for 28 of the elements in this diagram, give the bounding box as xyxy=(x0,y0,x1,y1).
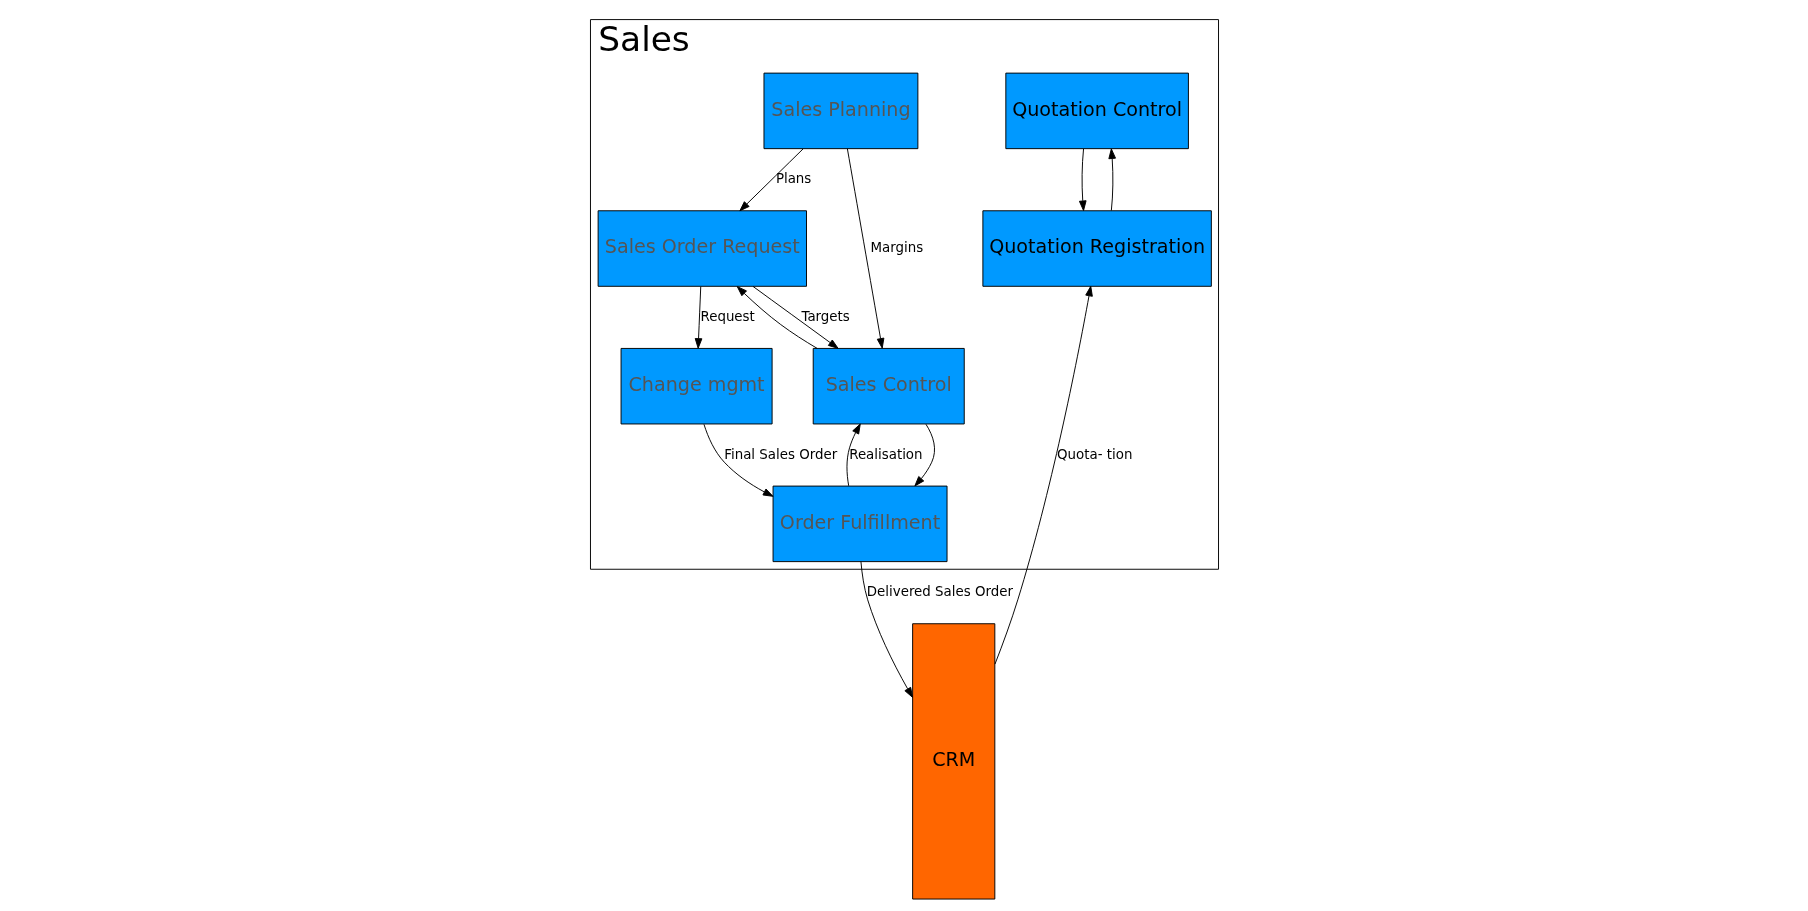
node-box: Sales Order Request xyxy=(597,210,807,287)
arrow xyxy=(859,561,913,698)
edge-label: Margins xyxy=(870,240,923,256)
node-box: Sales Planning xyxy=(763,72,918,150)
arrow xyxy=(846,423,861,487)
arrow xyxy=(913,423,935,487)
arrow xyxy=(994,285,1093,665)
arrow xyxy=(1078,148,1087,211)
edge-label: Targets xyxy=(800,308,850,324)
arrow xyxy=(738,148,804,212)
node-box: Quotation Control xyxy=(1004,72,1189,150)
node-box: Quotation Registration xyxy=(981,210,1212,287)
node-box: Sales Control xyxy=(812,347,965,425)
node-box: Change mgmt xyxy=(620,347,773,425)
arrow xyxy=(1107,148,1116,211)
arrow xyxy=(694,286,702,349)
node-box: CRM xyxy=(911,623,995,900)
edge-label: Final Sales Order xyxy=(723,446,837,462)
arrow xyxy=(846,148,884,349)
arrow xyxy=(752,285,838,349)
edge-label: Delivered Sales Order xyxy=(866,584,1013,600)
node-box: Order Fulfillment xyxy=(772,485,947,563)
arrow xyxy=(703,423,773,497)
edge-label: Request xyxy=(699,308,755,324)
edge-label: Realisation xyxy=(848,446,923,462)
arrow xyxy=(736,286,818,349)
edge-label: Plans xyxy=(775,171,811,187)
edge-label: Quota- tion xyxy=(1056,446,1132,462)
